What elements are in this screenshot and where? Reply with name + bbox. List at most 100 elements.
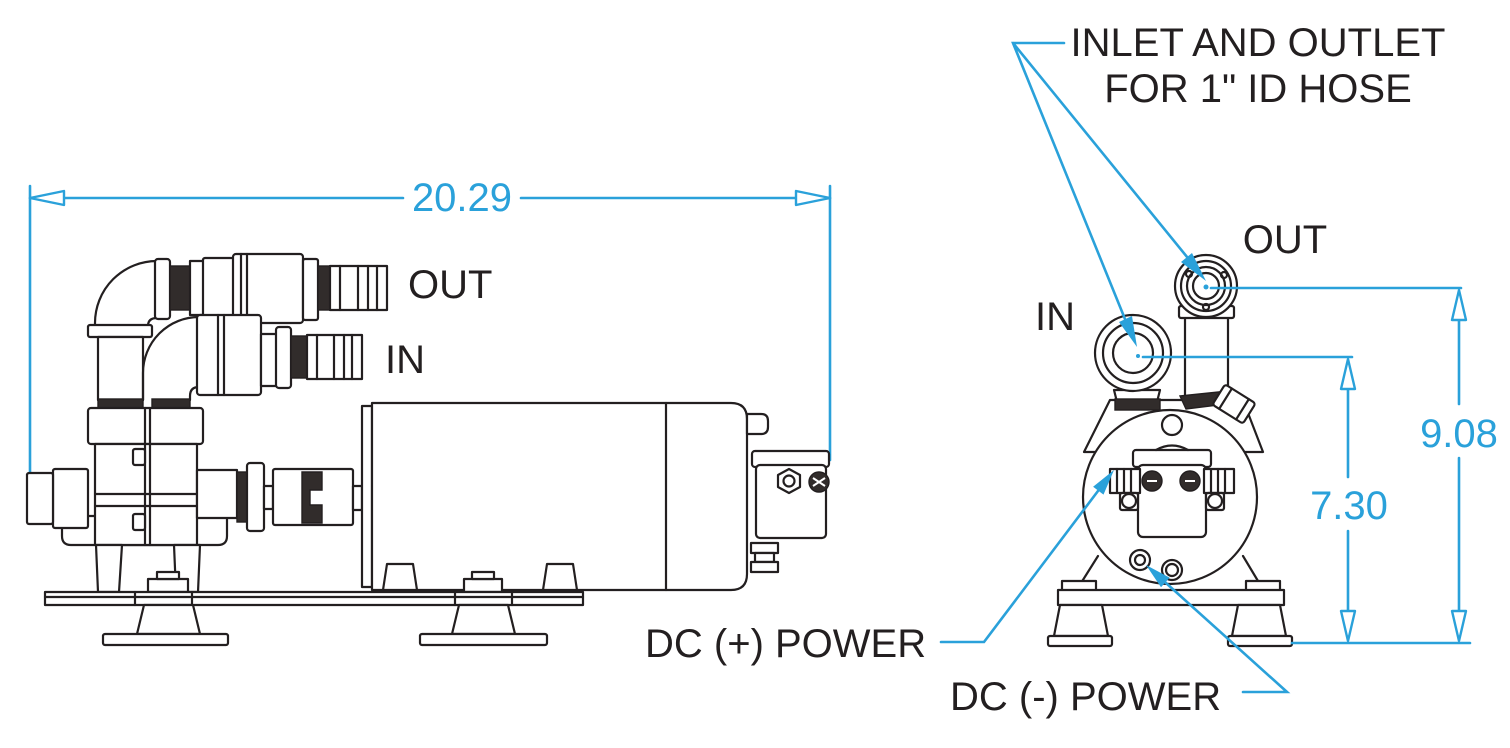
in-flange-ring (274, 325, 293, 390)
base-bolt-left (146, 577, 190, 594)
arrowhead-left (28, 189, 66, 207)
inlet-outlet-callout (1011, 41, 1209, 358)
front-out-label: OUT (1243, 218, 1327, 262)
base-plate-lines (43, 590, 585, 607)
arrow-730-top (1339, 357, 1357, 391)
in-port (1093, 313, 1173, 393)
rubber-foot-right-flange (418, 632, 549, 647)
hose-barb-out-ridges (338, 264, 379, 312)
base-bolt-right (462, 577, 504, 594)
in-union-body (195, 313, 263, 397)
motor-top-lug (745, 412, 770, 436)
lug-circle-left (1120, 492, 1138, 510)
seam-clip-top (131, 447, 147, 467)
base-bolt-left-cap (155, 570, 181, 581)
rubber-foot-left (135, 603, 202, 636)
overall-height-value: 9.08 (1420, 412, 1498, 456)
shaft-coupling (195, 461, 364, 533)
motor-body (370, 401, 749, 592)
coupling-shaft (262, 484, 275, 511)
height-dimensions (1141, 286, 1472, 645)
front-in-label: IN (1035, 295, 1075, 339)
motor-bolt-a (749, 541, 780, 555)
coupling-ring (245, 461, 266, 533)
front-base (1046, 579, 1294, 648)
out-flange-ring (153, 257, 172, 321)
arrow-to-in-port (1119, 316, 1137, 347)
motor-foot-left (381, 562, 419, 592)
in-thread (290, 335, 308, 379)
dc-positive-leader (939, 485, 1103, 644)
callout-leader-lines (1011, 41, 1198, 326)
motor-front-bracket (360, 404, 374, 589)
dc-positive-label: DC (+) POWER (645, 622, 926, 666)
base-plate (43, 590, 585, 607)
motor-face-details (1108, 413, 1236, 582)
terminal-block-hump (1154, 444, 1190, 452)
front-foot-right (1230, 603, 1288, 638)
front-foot-right-flange (1226, 634, 1294, 648)
left-port-stub (25, 471, 55, 526)
in-port-thread (1114, 398, 1161, 411)
left-port-flange (51, 467, 90, 530)
front-base-bar (1056, 588, 1286, 607)
coupling-adapter (195, 468, 239, 520)
in-union-ridges (216, 313, 226, 397)
elbow-out-outer (93, 259, 159, 328)
motor-bolt-b (753, 551, 776, 564)
rubber-foot-right (450, 603, 517, 636)
motor-foot-right (541, 562, 579, 592)
motor (360, 401, 831, 592)
arrow-dc-positive (1093, 470, 1114, 495)
dc-negative-stud (1128, 548, 1152, 572)
side-out-label: OUT (408, 263, 492, 307)
front-foot-left (1052, 603, 1110, 638)
mounting-base (43, 570, 585, 647)
front-foot-left-flange (1046, 634, 1114, 648)
dc-power-callouts (939, 470, 1291, 694)
coupling-seal (236, 471, 248, 523)
width-dimension-value: 20.29 (412, 176, 512, 220)
union-end-ring (301, 257, 320, 322)
hex-plug (1212, 384, 1256, 424)
out-pipeline (86, 252, 389, 410)
out-port-neck (1183, 310, 1230, 400)
dc-negative-label: DC (-) POWER (950, 675, 1221, 719)
union-nut-ridges (239, 252, 249, 325)
arrow-dc-negative (1146, 565, 1170, 588)
in-pipeline (141, 313, 364, 410)
arrowhead-right (794, 189, 832, 207)
inlet-outlet-note-line1: INLET AND OUTLET (1071, 21, 1446, 65)
motor-bolt-c (749, 560, 780, 574)
inlet-height-value: 7.30 (1310, 484, 1388, 528)
front-view: INLET AND OUTLET FOR 1" ID HOSE IN OUT 9… (645, 21, 1498, 719)
arrow-to-out-port (1181, 253, 1206, 281)
width-dimension: 20.29 (28, 176, 832, 480)
terminal-screw-slot (812, 477, 826, 487)
base-bolt-right-cap (470, 570, 496, 581)
terminal-hex-bore (782, 474, 796, 488)
dc-negative-leader (1154, 572, 1291, 694)
elbow-in-outer (141, 315, 201, 402)
side-view: 20.29 (25, 176, 832, 647)
arrow-908-top (1450, 288, 1468, 322)
terminal-hex-nut (776, 467, 802, 495)
side-in-label: IN (385, 338, 425, 382)
elbow-out-down-pipe (96, 335, 145, 402)
out-barb-thread (317, 265, 331, 311)
motor-shaft-stub (351, 484, 364, 512)
arrow-908-bottom (1450, 609, 1468, 643)
union-nut (231, 252, 305, 325)
union-body (201, 256, 237, 322)
face-top-hole (1160, 413, 1184, 437)
rubber-foot-left-flange (101, 632, 230, 647)
inlet-outlet-note-line2: FOR 1" ID HOSE (1104, 67, 1412, 111)
out-thread (169, 265, 191, 311)
arrow-730-bottom (1339, 609, 1357, 643)
coupler-slot (301, 471, 323, 524)
lug-circle-right (1206, 492, 1224, 510)
pump-leg-left (94, 543, 124, 594)
hose-barb-in-ridges (315, 333, 354, 381)
